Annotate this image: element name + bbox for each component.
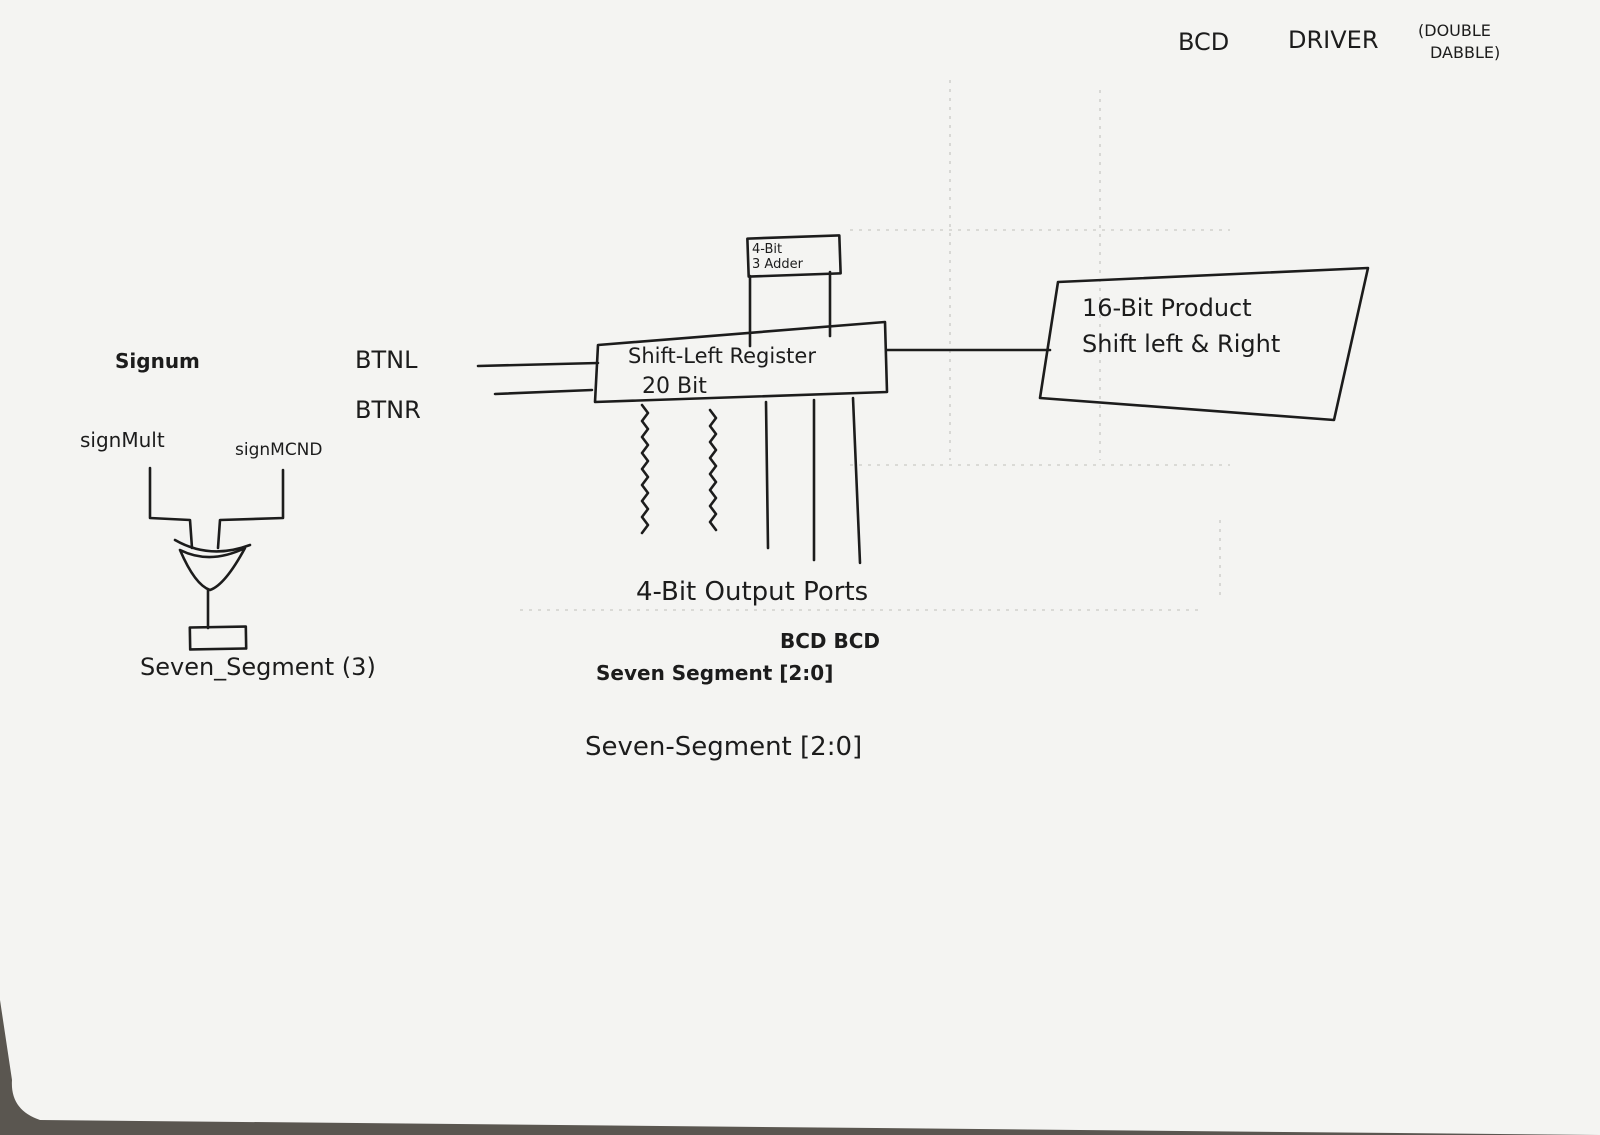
register-line1: Shift-Left Register	[628, 344, 816, 368]
seg-scribble: Seven Segment [2:0]	[596, 661, 833, 685]
xor-gate	[148, 466, 285, 651]
title-bcd: BCD	[1178, 28, 1229, 56]
seven-seg-sign-label: Seven_Segment (3)	[140, 653, 376, 681]
bcd-scribble: BCD BCD	[780, 629, 880, 653]
title-note-line2: DABBLE)	[1430, 43, 1500, 62]
adder-line1: 4-Bit	[752, 242, 782, 257]
btnl-wire	[476, 361, 600, 368]
signum-scribble: Signum	[115, 349, 200, 373]
output-ports-label: 4-Bit Output Ports	[636, 577, 868, 607]
btnr-wire	[493, 388, 594, 396]
btnl-label: BTNL	[355, 346, 418, 374]
sign-mcnd-label: signMCND	[235, 440, 323, 460]
adder-box	[746, 234, 842, 278]
product-line1: 16-Bit Product	[1082, 294, 1252, 322]
adder-line2: 3 Adder	[752, 257, 804, 272]
seven-seg-output-label: Seven-Segment [2:0]	[585, 732, 862, 762]
output-wires	[640, 396, 862, 565]
product-box	[1038, 266, 1370, 422]
title-driver: DRIVER	[1288, 26, 1379, 54]
ghost-marks	[520, 80, 1230, 611]
register-box	[593, 320, 889, 404]
product-line2: Shift left & Right	[1082, 330, 1280, 358]
title-note-line1: (DOUBLE	[1418, 21, 1491, 40]
btnr-label: BTNR	[355, 396, 421, 424]
register-line2: 20 Bit	[642, 374, 707, 399]
sign-mult-label: signMult	[80, 428, 165, 452]
